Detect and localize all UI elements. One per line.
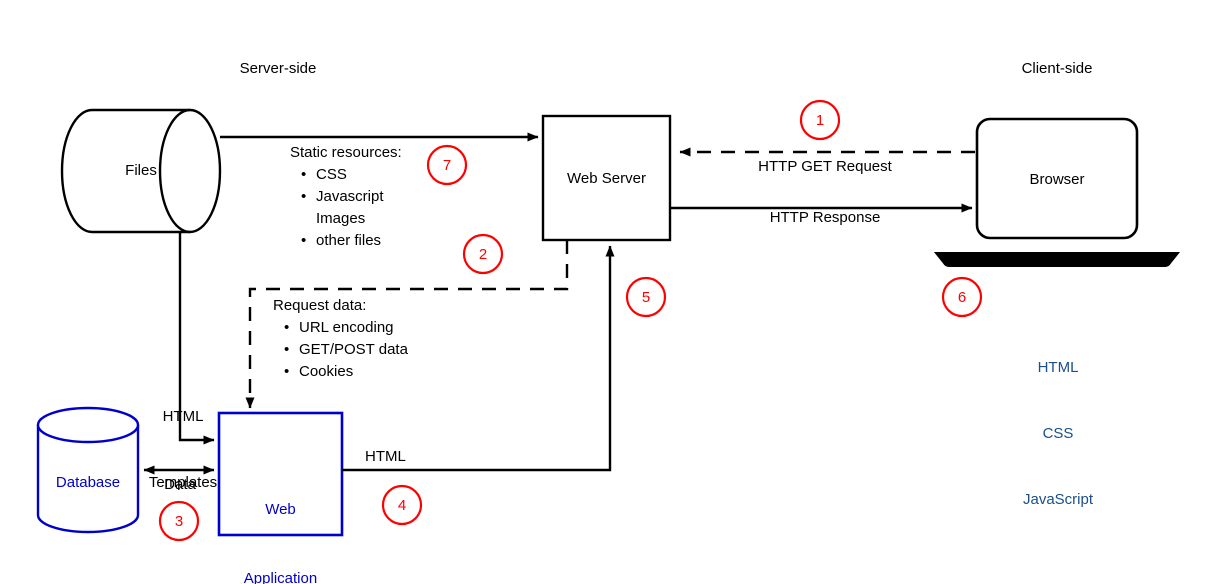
html-templates-line1: HTML: [162, 408, 204, 425]
database-node-label: Database: [55, 474, 121, 491]
edge-request-data: [245, 240, 569, 409]
step-marker-7-label: 7: [442, 157, 452, 174]
step-marker-6-circle: [941, 276, 983, 318]
request-data-item-get-post-data: GET/POST data: [284, 339, 463, 361]
step-marker-3-circle: [158, 500, 200, 542]
database-node-shape: [36, 406, 140, 534]
web-application-label-line1: Web: [265, 501, 296, 518]
request-data-item-url-encoding: URL encoding: [284, 317, 463, 339]
request-data-label: Request data: URL encoding GET/POST data…: [273, 295, 463, 383]
web-application-node-shape: [217, 411, 344, 537]
static-resources-item-javascript: Javascript: [301, 186, 465, 208]
static-resources-items: CSS Javascript Images other files: [290, 164, 465, 252]
static-resources-item-other-files: other files: [301, 230, 465, 252]
static-resources-item-images: Images: [316, 210, 366, 227]
html-edge-label: HTML: [365, 448, 406, 465]
edge-html-response: [342, 245, 615, 472]
web-application-label-line2: Application: [243, 570, 318, 584]
edge-html-templates: [178, 232, 215, 445]
step-marker-5-label: 5: [641, 289, 651, 306]
step-marker-1-circle: [799, 99, 841, 141]
request-data-title: Request data:: [273, 297, 367, 314]
web-application-node-label: Web Application: [219, 452, 342, 584]
step-marker-5-circle: [625, 276, 667, 318]
step-marker-3-label: 3: [174, 513, 184, 530]
files-node-shape: [60, 108, 222, 234]
laptop-base-shape: [933, 252, 1181, 267]
step-marker-2-circle: [462, 233, 504, 275]
request-data-items: URL encoding GET/POST data Cookies: [273, 317, 463, 383]
static-resources-item-css: CSS: [301, 164, 465, 186]
step-marker-2-label: 2: [478, 246, 488, 263]
web-server-node-shape: [541, 114, 672, 242]
html-templates-line2: Templates: [148, 474, 218, 491]
client-tech-html: HTML: [1037, 359, 1079, 376]
step-marker-6-label: 6: [957, 289, 967, 306]
step-marker-4-label: 4: [397, 497, 407, 514]
client-tech-css: CSS: [1042, 425, 1074, 442]
step-marker-4-circle: [381, 484, 423, 526]
data-edge-label: Data: [164, 476, 196, 493]
http-get-request-label: HTTP GET Request: [758, 158, 892, 175]
client-technologies-label: HTML CSS JavaScript: [1002, 313, 1114, 555]
http-response-label: HTTP Response: [769, 209, 881, 226]
html-templates-label: HTML Templates: [133, 362, 233, 538]
browser-node-label: Browser: [1029, 171, 1085, 188]
request-data-item-cookies: Cookies: [284, 361, 463, 383]
static-resources-label: Static resources: CSS Javascript Images …: [290, 142, 465, 252]
client-side-heading: Client-side: [1021, 60, 1093, 77]
browser-node-shape: [975, 117, 1139, 240]
web-server-node-label: Web Server: [567, 170, 646, 187]
server-side-heading: Server-side: [239, 60, 317, 77]
client-tech-javascript: JavaScript: [1022, 491, 1094, 508]
files-node-label: Files: [125, 162, 157, 179]
step-marker-1-label: 1: [815, 112, 825, 129]
static-resources-title: Static resources:: [290, 144, 402, 161]
